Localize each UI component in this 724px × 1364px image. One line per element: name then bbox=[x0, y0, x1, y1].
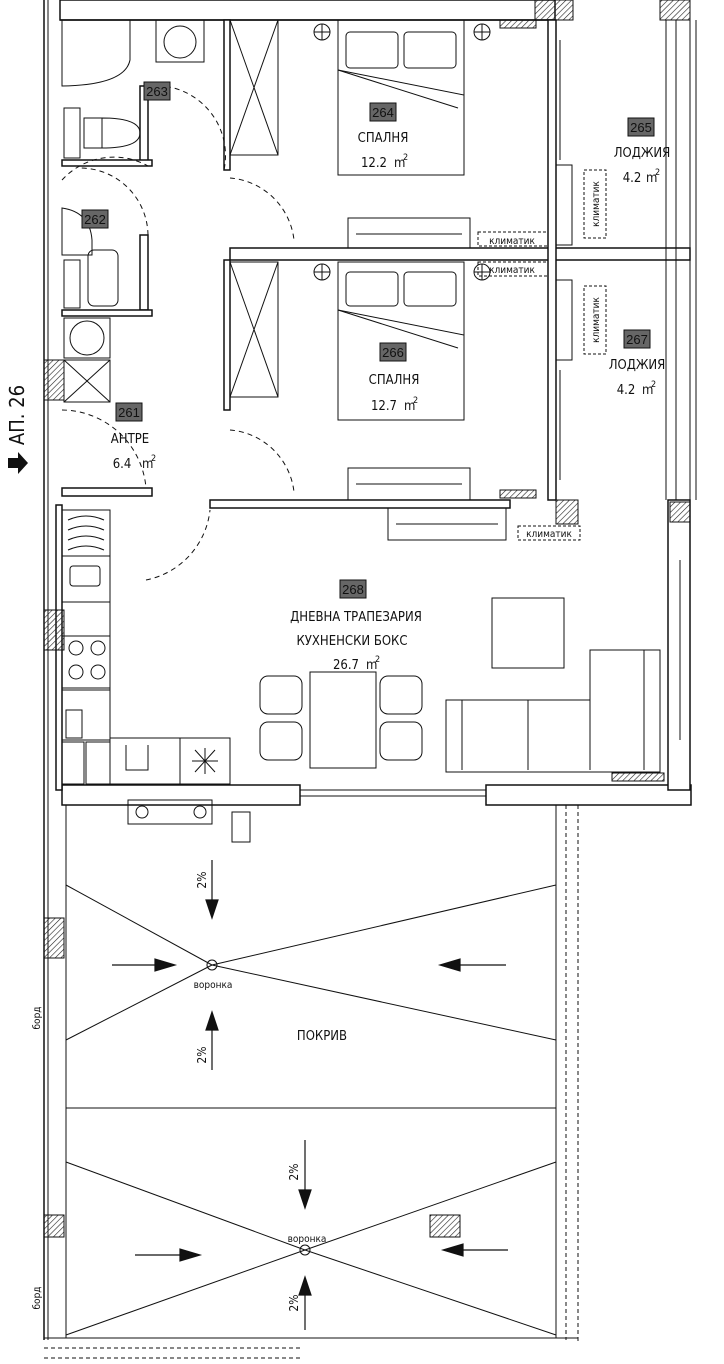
room-266-unit: m bbox=[404, 399, 415, 414]
ac-label-1: климатик bbox=[489, 236, 535, 247]
laundry bbox=[63, 317, 111, 403]
bed-266 bbox=[313, 261, 491, 421]
slope-label-2: 2% bbox=[195, 1046, 209, 1063]
room-261-area: 6.4 bbox=[113, 457, 132, 472]
room-264-number: 264 bbox=[372, 105, 394, 120]
room-262-number: 262 bbox=[84, 212, 106, 227]
room-261-name: АНТРЕ bbox=[111, 432, 149, 447]
room-268-unit: m bbox=[366, 658, 377, 673]
loggia-windows bbox=[555, 40, 573, 480]
entrance-doors bbox=[61, 177, 295, 581]
kitchen bbox=[61, 509, 251, 843]
room-266-number: 266 bbox=[382, 345, 404, 360]
drain-label-2: воронка bbox=[288, 1234, 327, 1245]
dining-set bbox=[259, 671, 423, 769]
svg-text:2: 2 bbox=[655, 168, 660, 178]
room-268-area: 26.7 bbox=[333, 658, 359, 673]
ac-label-4: климатик bbox=[591, 297, 602, 343]
slope-label-4: 2% bbox=[287, 1294, 301, 1311]
room-261-number: 261 bbox=[118, 405, 140, 420]
room-268-name1: ДНЕВНА ТРАПЕЗАРИЯ bbox=[290, 610, 422, 625]
room-267-unit: m bbox=[642, 383, 653, 398]
slope-label-1: 2% bbox=[195, 871, 209, 888]
edge-label-1: борд bbox=[31, 1007, 43, 1030]
entry-arrow-icon bbox=[8, 452, 28, 474]
svg-text:2: 2 bbox=[651, 380, 656, 390]
svg-text:2: 2 bbox=[403, 153, 408, 163]
bed-264 bbox=[313, 19, 491, 176]
room-264-name: СПАЛНЯ bbox=[358, 131, 409, 146]
room-267-name: ЛОДЖИЯ bbox=[609, 358, 666, 373]
room-266-area: 12.7 bbox=[371, 399, 397, 414]
ac-label-5: климатик bbox=[526, 529, 572, 540]
room-267-area: 4.2 bbox=[617, 383, 636, 398]
room-264-area: 12.2 bbox=[361, 156, 387, 171]
room-268-name2: КУХНЕНСКИ БОКС bbox=[296, 634, 407, 649]
room-264-unit: m bbox=[394, 156, 405, 171]
room-265-name: ЛОДЖИЯ bbox=[614, 146, 671, 161]
room-tags bbox=[81, 81, 655, 599]
area-superscripts: 2 2 2 2 2 2 bbox=[151, 153, 660, 665]
svg-text:2: 2 bbox=[375, 655, 380, 665]
ac-label-3: климатик bbox=[591, 181, 602, 227]
wardrobes bbox=[229, 19, 279, 398]
roof-structure bbox=[44, 805, 579, 1359]
room-266-name: СПАЛНЯ bbox=[369, 373, 420, 388]
slope-label-3: 2% bbox=[287, 1163, 301, 1180]
columns bbox=[43, 0, 691, 1238]
radiators bbox=[347, 19, 665, 782]
rotated-labels: климатик климатик климатик климатик клим… bbox=[5, 181, 602, 1312]
room-265-area: 4.2 bbox=[623, 171, 642, 186]
drain-label-1: воронка bbox=[194, 980, 233, 991]
room-labels: 263 262 261 АНТРЕ 6.4 m 264 СПАЛНЯ 12.2 … bbox=[84, 84, 670, 1245]
bath-263-fixtures bbox=[61, 19, 226, 181]
sofa bbox=[445, 597, 661, 773]
apartment-label: АП. 26 bbox=[5, 385, 29, 445]
svg-text:2: 2 bbox=[413, 396, 418, 406]
room-265-number: 265 bbox=[630, 120, 652, 135]
bath-262-fixtures bbox=[61, 167, 149, 309]
room-261-unit: m bbox=[142, 457, 153, 472]
room-267-number: 267 bbox=[626, 332, 648, 347]
ac-units bbox=[477, 169, 607, 541]
slope-arrows bbox=[112, 860, 508, 1330]
room-268-number: 268 bbox=[342, 582, 364, 597]
svg-text:2: 2 bbox=[151, 454, 156, 464]
ac-label-2: климатик bbox=[489, 265, 535, 276]
roof-label: ПОКРИВ bbox=[297, 1029, 347, 1044]
room-265-unit: m bbox=[646, 171, 657, 186]
walls bbox=[43, 0, 697, 1340]
edge-label-2: борд bbox=[31, 1287, 43, 1310]
room-263-number: 263 bbox=[146, 84, 168, 99]
